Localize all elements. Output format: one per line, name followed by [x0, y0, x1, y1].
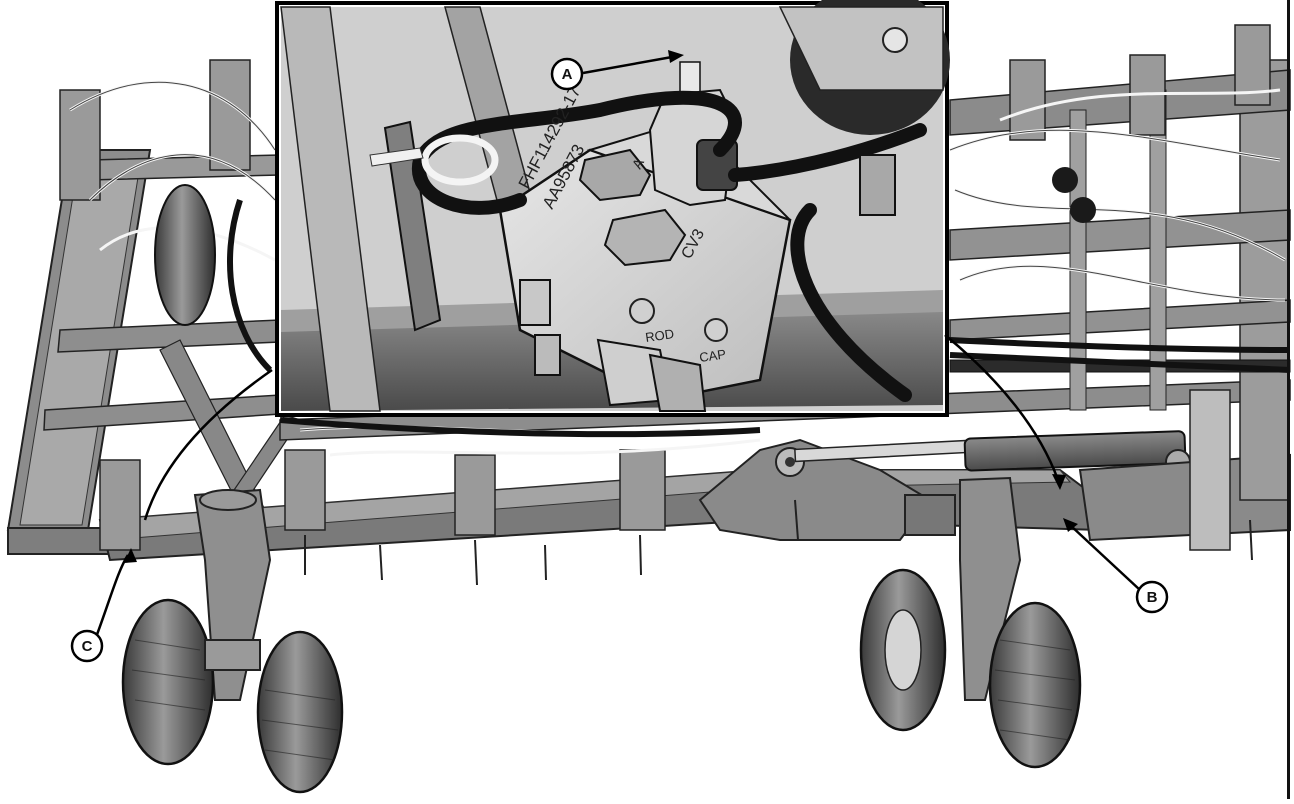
callout-a: A — [550, 57, 584, 91]
callout-arrowheads — [124, 50, 1078, 563]
right-frame-border — [1287, 0, 1290, 799]
left-wheel-assembly — [121, 488, 344, 794]
right-wheel-assembly — [859, 476, 1082, 769]
callout-leaders — [93, 55, 1141, 641]
callout-c-label: C — [82, 638, 93, 655]
port-rod-label: ROD — [644, 326, 675, 345]
callout-c: C — [70, 629, 104, 663]
callout-b: B — [1135, 580, 1169, 614]
callout-a-label: A — [562, 66, 573, 83]
port-cap-label: CAP — [698, 346, 727, 365]
callout-b-label: B — [1147, 589, 1158, 606]
inset-detail-panel: FHF114292-17 AA95873 CV3 ROD CAP A — [275, 0, 950, 417]
